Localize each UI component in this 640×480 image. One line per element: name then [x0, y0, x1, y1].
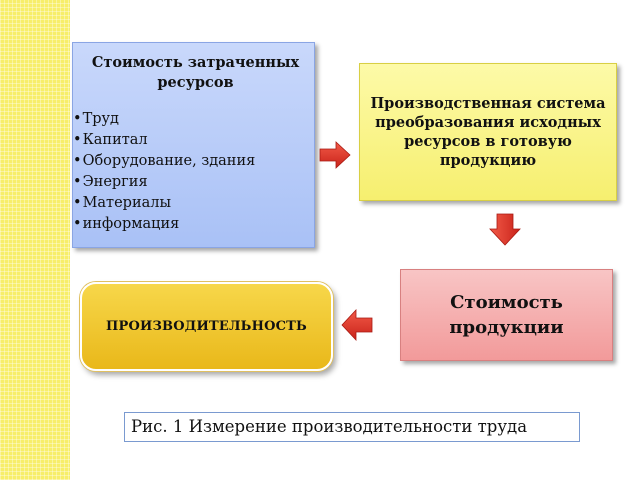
resources-cost-title: Стоимость затраченных ресурсов: [91, 54, 300, 91]
resources-list: Труд Капитал Оборудование, здания Энерги…: [73, 109, 310, 235]
arrow-left-icon: [341, 309, 373, 341]
production-system-text: Производственная система преобразования …: [370, 95, 606, 169]
resource-item: Труд: [73, 109, 310, 130]
product-cost-box: Стоимость продукции: [400, 269, 613, 361]
resource-item: Оборудование, здания: [73, 151, 310, 172]
productivity-box: ПРОИЗВОДИТЕЛЬНОСТЬ: [80, 282, 333, 371]
productivity-text: ПРОИЗВОДИТЕЛЬНОСТЬ: [106, 319, 307, 334]
product-cost-text: Стоимость продукции: [449, 292, 564, 338]
resource-item: Материалы: [73, 193, 310, 214]
resources-cost-box: Стоимость затраченных ресурсов Труд Капи…: [72, 42, 315, 248]
resource-item: Капитал: [73, 130, 310, 151]
arrow-down-icon: [489, 213, 521, 246]
resource-item: Энергия: [73, 172, 310, 193]
decorative-stripe: [0, 0, 70, 480]
resource-item: информация: [73, 214, 310, 235]
figure-caption: Рис. 1 Измерение производительности труд…: [124, 412, 580, 442]
production-system-box: Производственная система преобразования …: [359, 63, 617, 201]
arrow-right-icon: [319, 141, 351, 169]
